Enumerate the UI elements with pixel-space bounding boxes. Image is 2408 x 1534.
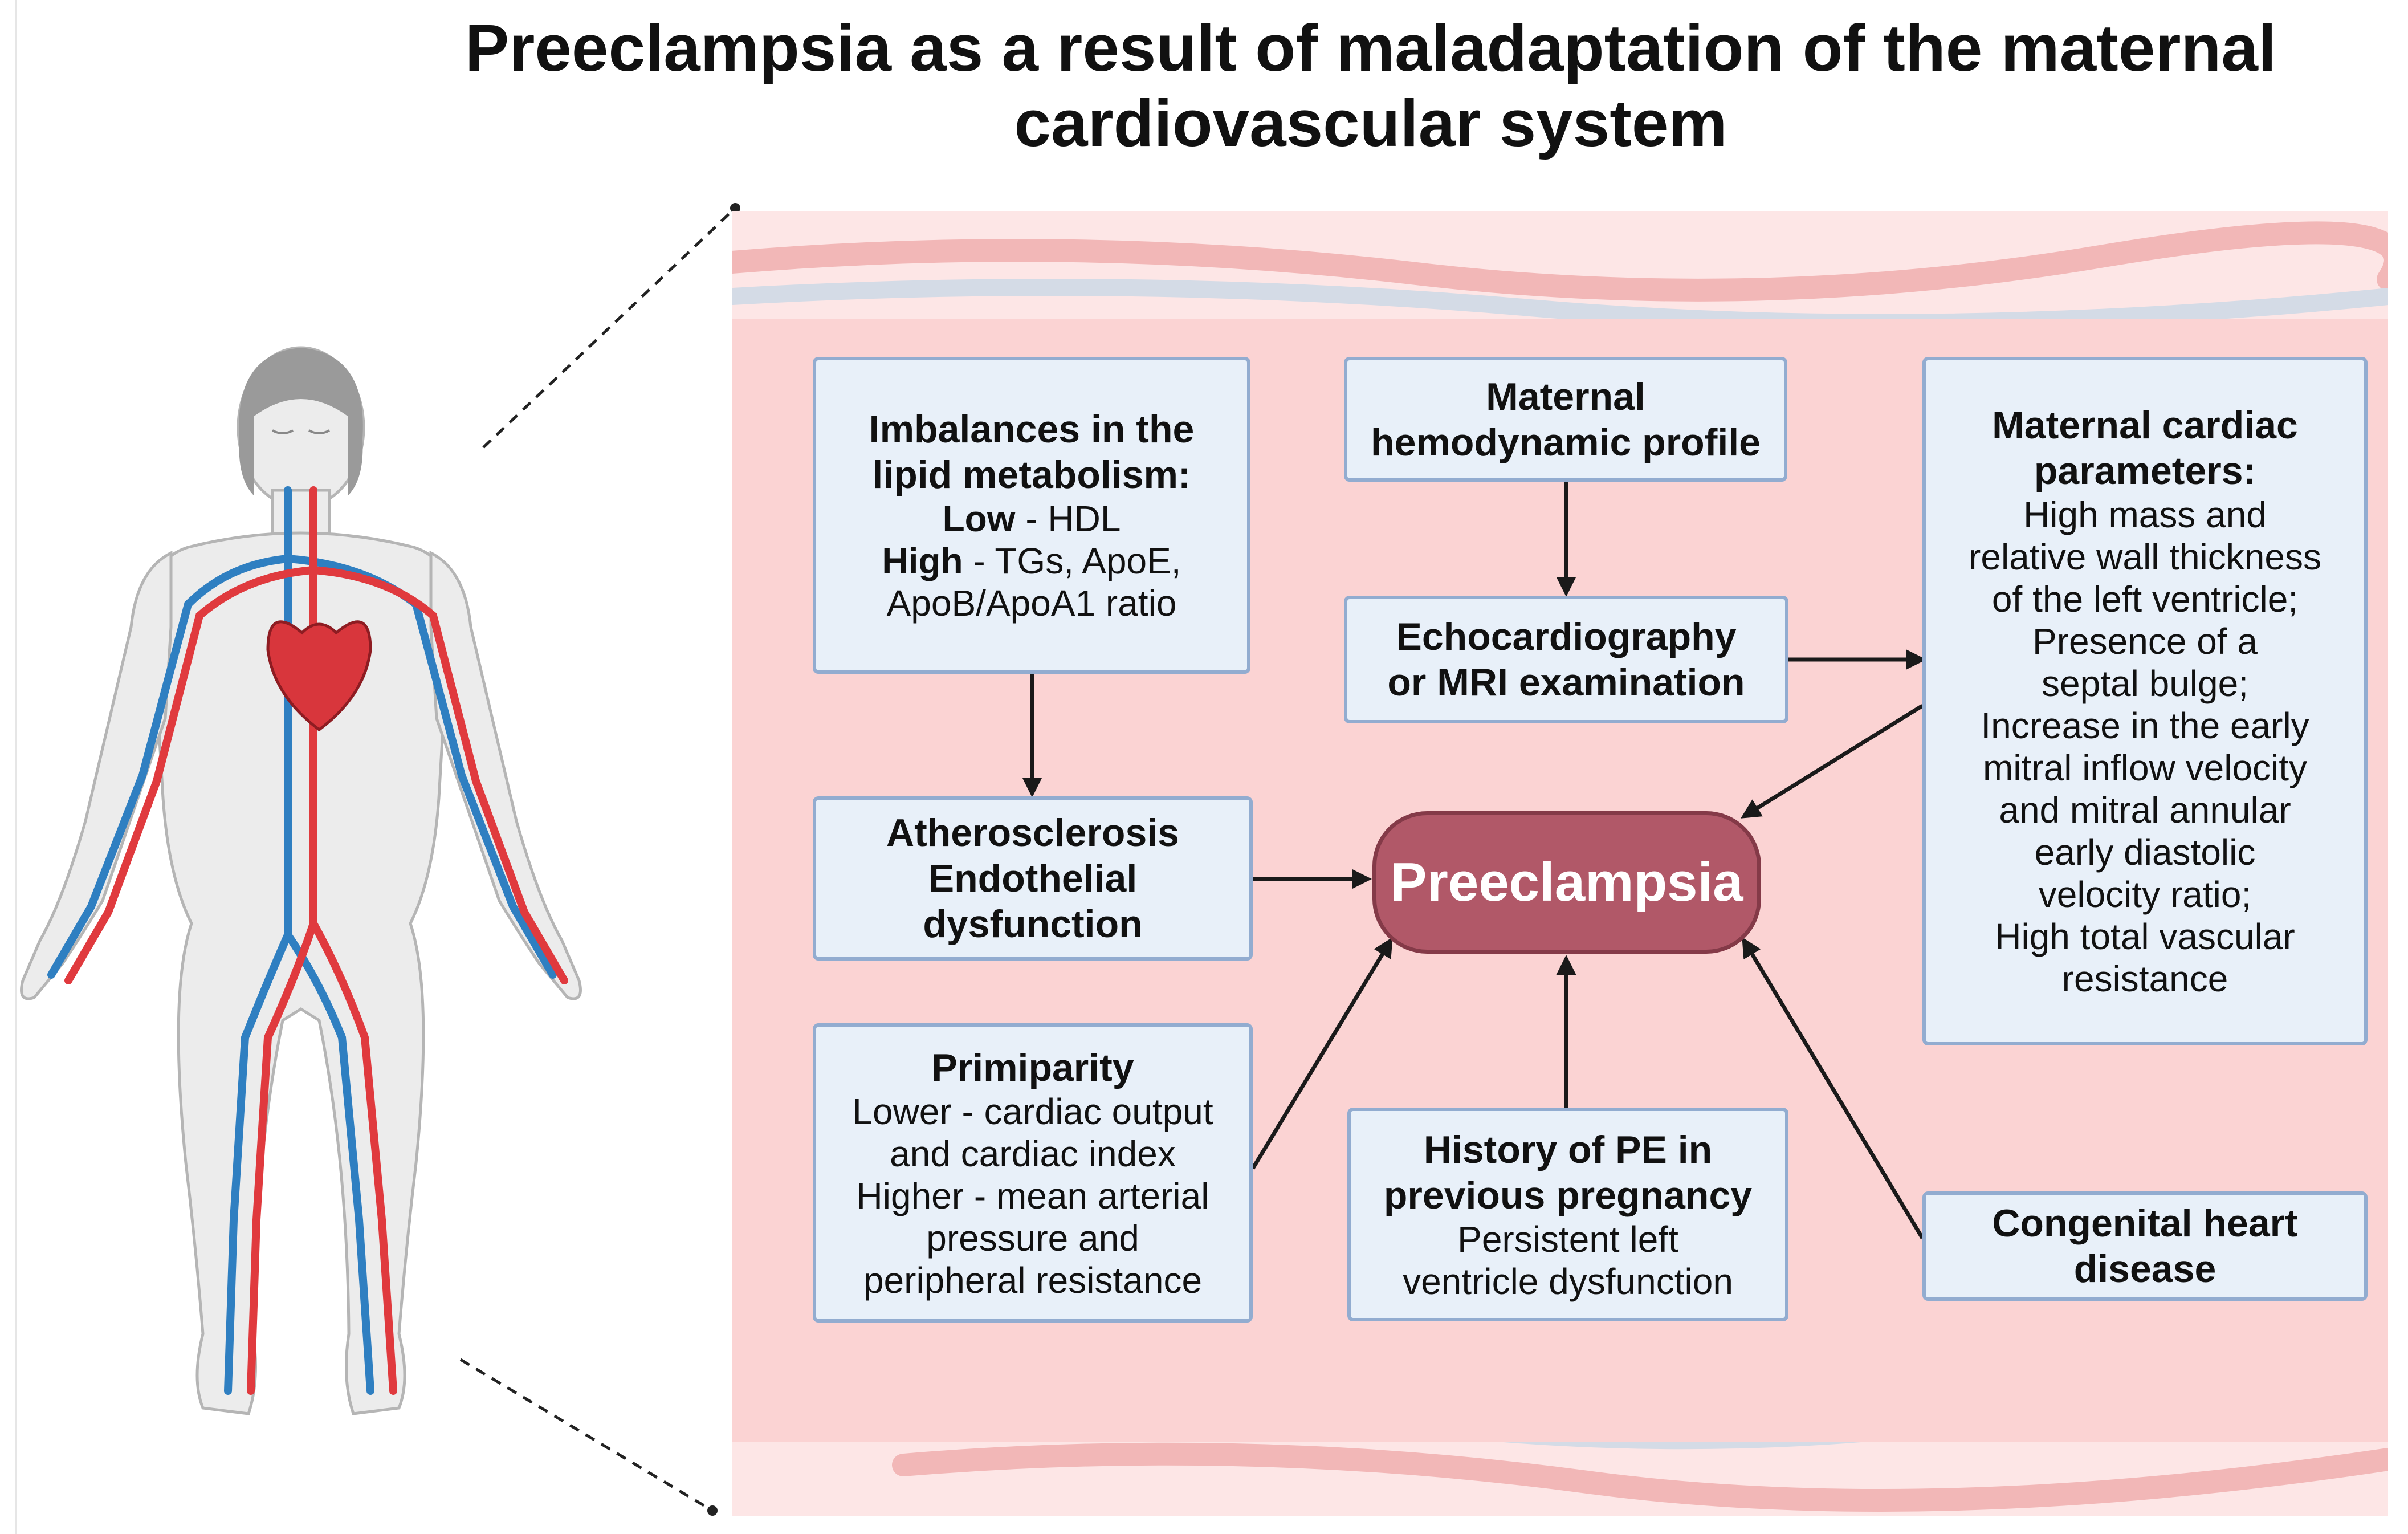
athero-line-1: Atherosclerosis bbox=[886, 811, 1179, 855]
hair bbox=[239, 348, 363, 496]
cardiac-line: of the left ventricle; bbox=[1991, 579, 2299, 620]
zoom-dot-top bbox=[730, 203, 740, 213]
cardiac-line: relative wall thickness bbox=[1969, 536, 2321, 577]
cardiac-line: early diastolic bbox=[2034, 832, 2256, 873]
echo-line-1: Echocardiography bbox=[1396, 615, 1737, 658]
congenital-heart-disease-box: Congenital heart disease bbox=[1922, 1191, 2368, 1301]
cardiac-title-line-2: parameters: bbox=[2034, 449, 2256, 493]
primiparity-line: and cardiac index bbox=[890, 1133, 1176, 1174]
arrow-cardiac-to-preeclampsia bbox=[1741, 704, 1924, 819]
primiparity-title: Primiparity bbox=[931, 1045, 1134, 1089]
arteries bbox=[64, 486, 568, 1395]
cardiac-line: High total vascular bbox=[1995, 916, 2295, 957]
primiparity-line: peripheral resistance bbox=[863, 1259, 1203, 1301]
history-pe-box: History of PE in previous pregnancy Pers… bbox=[1347, 1108, 1788, 1321]
cardiac-line: Presence of a bbox=[2032, 621, 2258, 662]
zoom-dot-bottom bbox=[707, 1505, 718, 1516]
cardiac-line: and mitral annular bbox=[1999, 790, 2291, 831]
lipid-high-line-2: ApoB/ApoA1 ratio bbox=[886, 583, 1177, 624]
lipid-high-text: - TGs, ApoE, bbox=[963, 540, 1181, 581]
page-title: Preeclampsia as a result of maladaptatio… bbox=[433, 10, 2308, 161]
echo-line-2: or MRI examination bbox=[1387, 661, 1745, 704]
hemodynamic-line-1: Maternal bbox=[1486, 375, 1645, 418]
history-title-line-2: previous pregnancy bbox=[1383, 1173, 1753, 1217]
cardiac-line: mitral inflow velocity bbox=[1982, 747, 2308, 788]
primiparity-box: Primiparity Lower - cardiac output and c… bbox=[813, 1023, 1253, 1323]
athero-line-2: Endothelial bbox=[928, 857, 1138, 900]
hemodynamic-line-2: hemodynamic profile bbox=[1371, 420, 1761, 464]
lipid-title-line-2: lipid metabolism: bbox=[872, 453, 1191, 497]
zoom-line-top bbox=[482, 207, 736, 449]
lipid-metabolism-box: Imbalances in the lipid metabolism: Low … bbox=[813, 357, 1250, 674]
primiparity-line: Lower - cardiac output bbox=[852, 1091, 1213, 1132]
cardiac-parameters-box: Maternal cardiac parameters: High mass a… bbox=[1922, 357, 2368, 1045]
lipid-high-line: High - TGs, ApoE, bbox=[882, 540, 1181, 582]
title-line-1: Preeclampsia as a result of maladaptatio… bbox=[465, 11, 2277, 85]
primiparity-line: pressure and bbox=[926, 1217, 1139, 1259]
arrow-primiparity-to-preeclampsia bbox=[1251, 937, 1393, 1170]
athero-line-3: dysfunction bbox=[923, 902, 1143, 946]
cardiac-line: septal bulge; bbox=[2042, 663, 2248, 704]
primiparity-line: Higher - mean arterial bbox=[856, 1175, 1209, 1216]
left-border bbox=[15, 0, 17, 1534]
arrow-congenital-to-preeclampsia bbox=[1742, 937, 1925, 1239]
congenital-line-1: Congenital heart bbox=[1992, 1202, 2298, 1245]
cardiac-line: High mass and bbox=[2023, 494, 2267, 535]
title-line-2: cardiovascular system bbox=[1014, 86, 1727, 160]
history-title-line-1: History of PE in bbox=[1423, 1128, 1713, 1171]
lipid-low-line: Low - HDL bbox=[943, 498, 1121, 540]
lipid-title-line-1: Imbalances in the bbox=[869, 408, 1195, 451]
cardiac-line: resistance bbox=[2061, 958, 2228, 999]
echocardiography-box: Echocardiography or MRI examination bbox=[1344, 596, 1788, 723]
history-line: ventricle dysfunction bbox=[1403, 1260, 1733, 1302]
history-line: Persistent left bbox=[1457, 1218, 1678, 1260]
lipid-high-label: High bbox=[882, 540, 963, 581]
closed-eyes bbox=[272, 429, 330, 434]
cardiac-title-line-1: Maternal cardiac bbox=[1992, 404, 2298, 447]
preeclampsia-node: Preeclampsia bbox=[1372, 811, 1761, 954]
congenital-line-2: disease bbox=[2073, 1247, 2216, 1291]
zoom-line-bottom bbox=[459, 1358, 714, 1512]
hemodynamic-profile-box: Maternal hemodynamic profile bbox=[1344, 357, 1787, 482]
lipid-low-text: - HDL bbox=[1015, 498, 1121, 539]
cardiac-line: Increase in the early bbox=[1981, 705, 2309, 746]
heart-icon bbox=[266, 620, 372, 732]
atherosclerosis-box: Atherosclerosis Endothelial dysfunction bbox=[813, 796, 1253, 961]
lipid-low-label: Low bbox=[942, 498, 1016, 539]
cardiac-line: velocity ratio; bbox=[2038, 874, 2252, 915]
body-circulation-illustration bbox=[20, 346, 582, 1415]
